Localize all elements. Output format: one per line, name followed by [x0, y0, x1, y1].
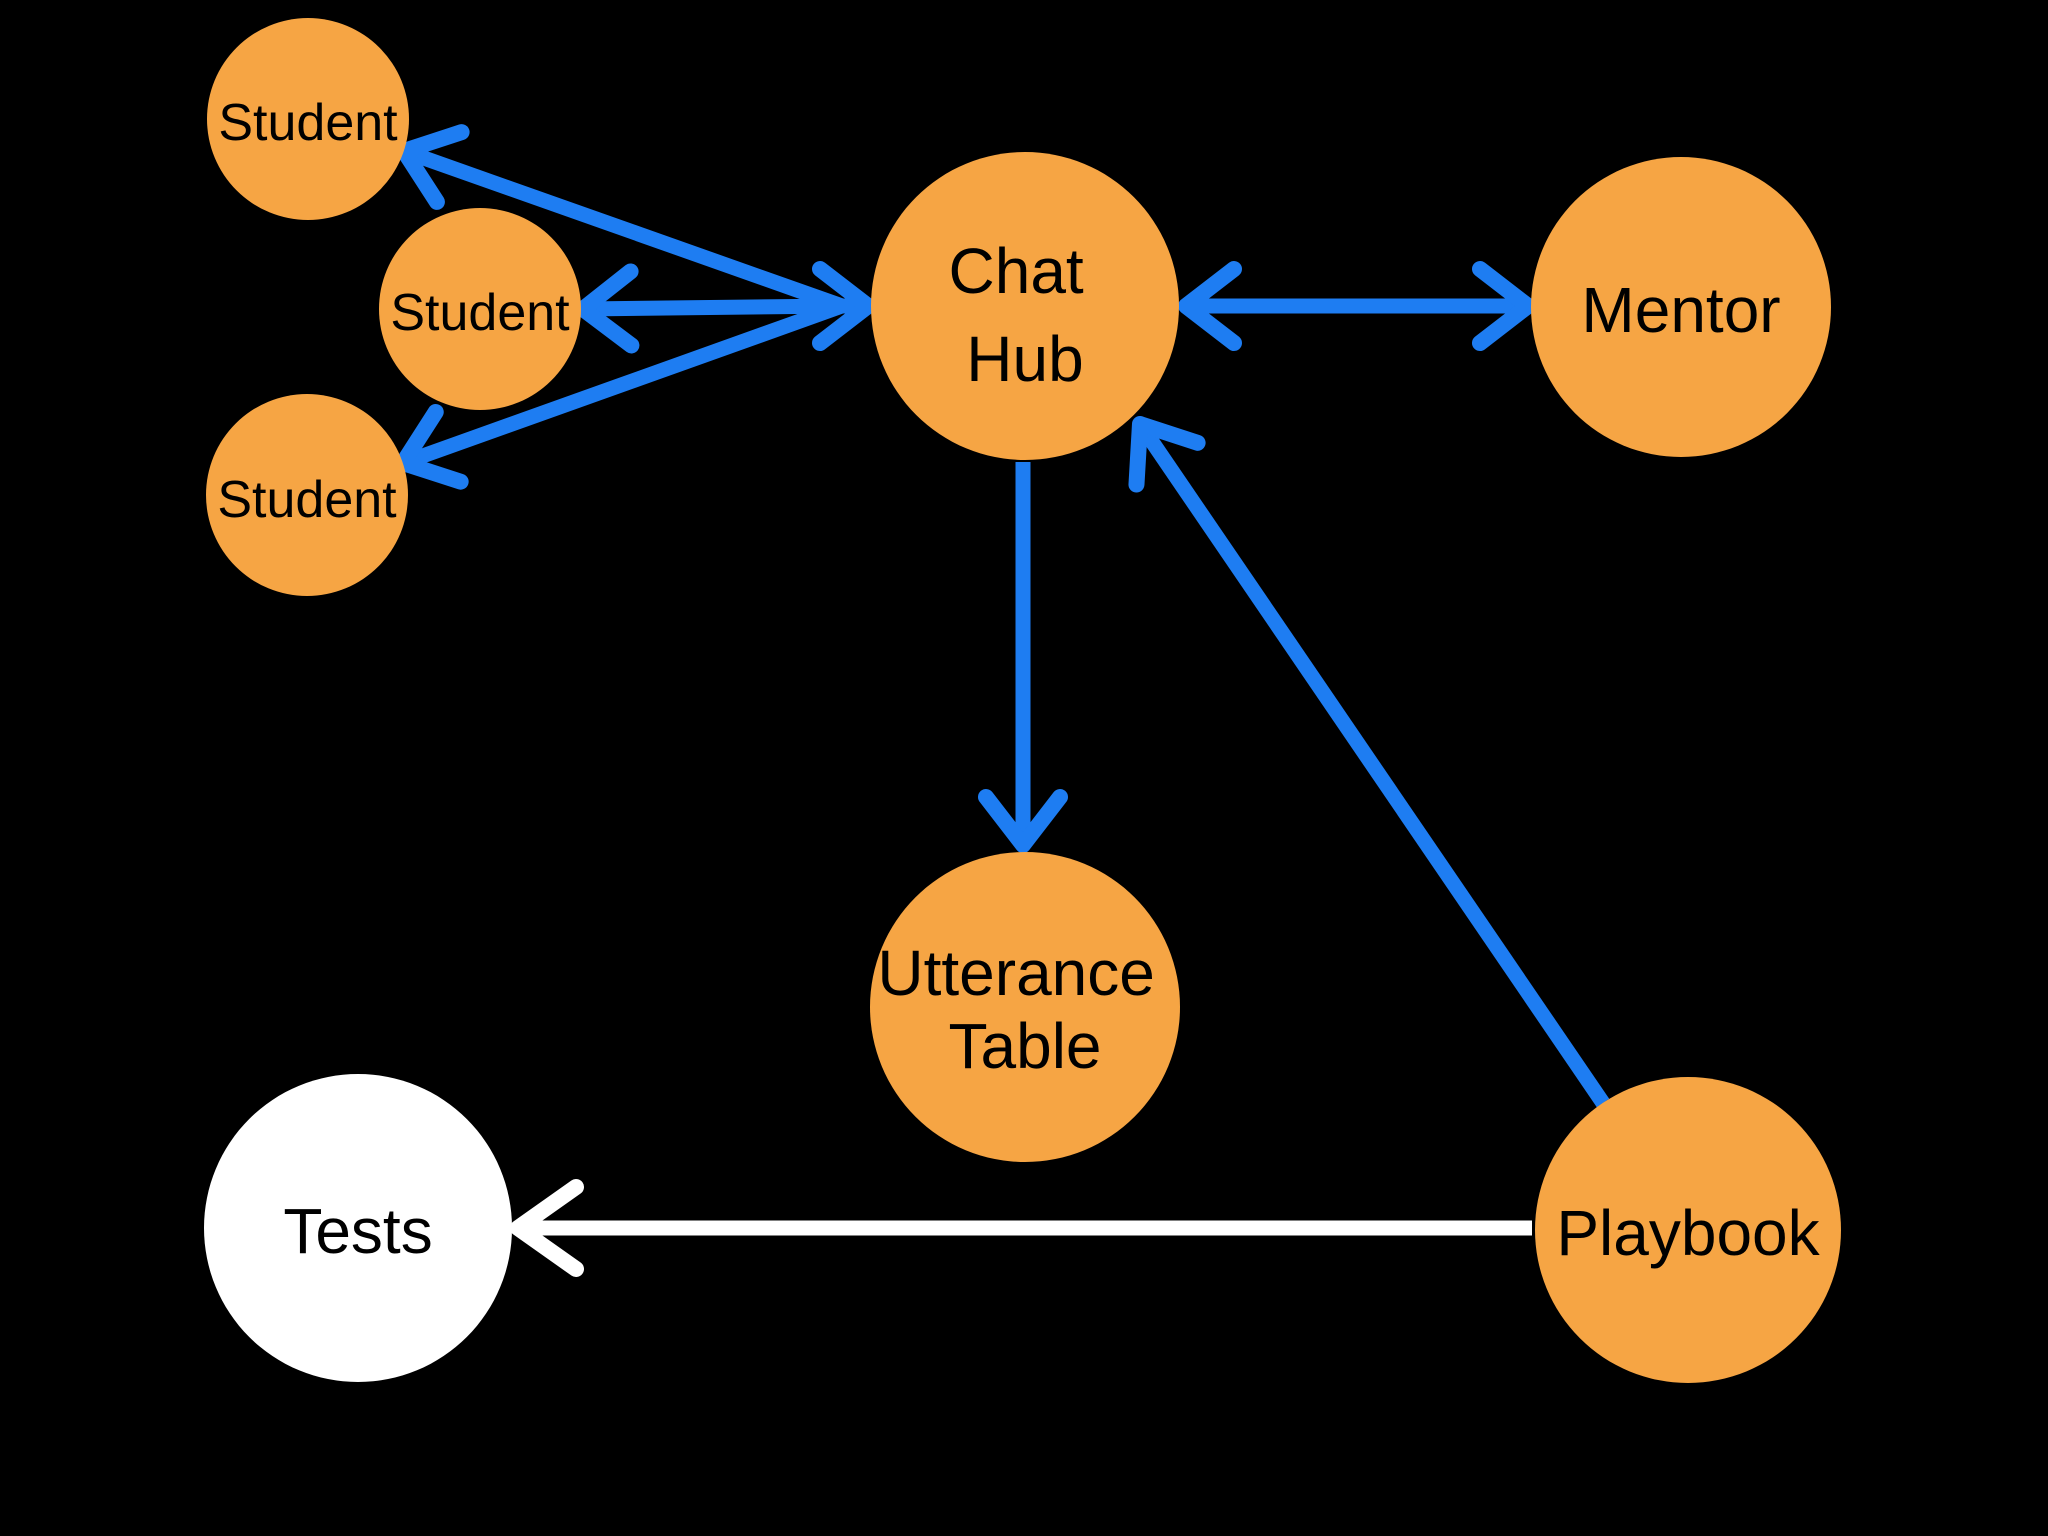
tests-circle [204, 1074, 512, 1382]
utterance-table-circle [870, 852, 1180, 1162]
edge-group [395, 124, 1610, 1277]
chat-hub-circle [871, 152, 1179, 460]
chat-hub-label-line2: Hub [966, 323, 1083, 395]
chat-hub-label: Chat Hub [949, 235, 1102, 395]
node-mentor: Mentor [1531, 157, 1831, 457]
node-student-2: Student [379, 208, 581, 410]
mentor-circle [1531, 157, 1831, 457]
utterance-table-label: Utterance Table [877, 937, 1172, 1082]
utterance-table-label-line1: Utterance [877, 937, 1154, 1009]
node-playbook: Playbook [1535, 1077, 1841, 1383]
edge-chathub-student2 [575, 263, 843, 354]
mentor-label: Mentor [1581, 274, 1780, 346]
student-3-circle [206, 394, 408, 596]
edge-chathub-student3 [395, 298, 845, 490]
tests-label: Tests [283, 1195, 432, 1267]
playbook-label: Playbook [1556, 1197, 1820, 1269]
student-1-circle [207, 18, 409, 220]
student-1-label: Student [218, 94, 398, 152]
edge-playbook-to-chathub [1128, 416, 1610, 1108]
node-group: Student Student Student Chat Hub Mentor [204, 18, 1841, 1383]
student-2-circle [379, 208, 581, 410]
node-tests: Tests [204, 1074, 512, 1382]
node-chat-hub: Chat Hub [871, 152, 1179, 460]
playbook-circle [1535, 1077, 1841, 1383]
node-utterance-table: Utterance Table [870, 852, 1180, 1162]
student-2-label: Student [390, 284, 570, 342]
edge-chathub-student1 [396, 124, 845, 314]
chat-hub-label-line1: Chat [949, 235, 1084, 307]
node-student-3: Student [206, 394, 408, 596]
node-student-1: Student [207, 18, 409, 220]
student-3-label: Student [217, 471, 397, 529]
utterance-table-label-line2: Table [949, 1010, 1102, 1082]
